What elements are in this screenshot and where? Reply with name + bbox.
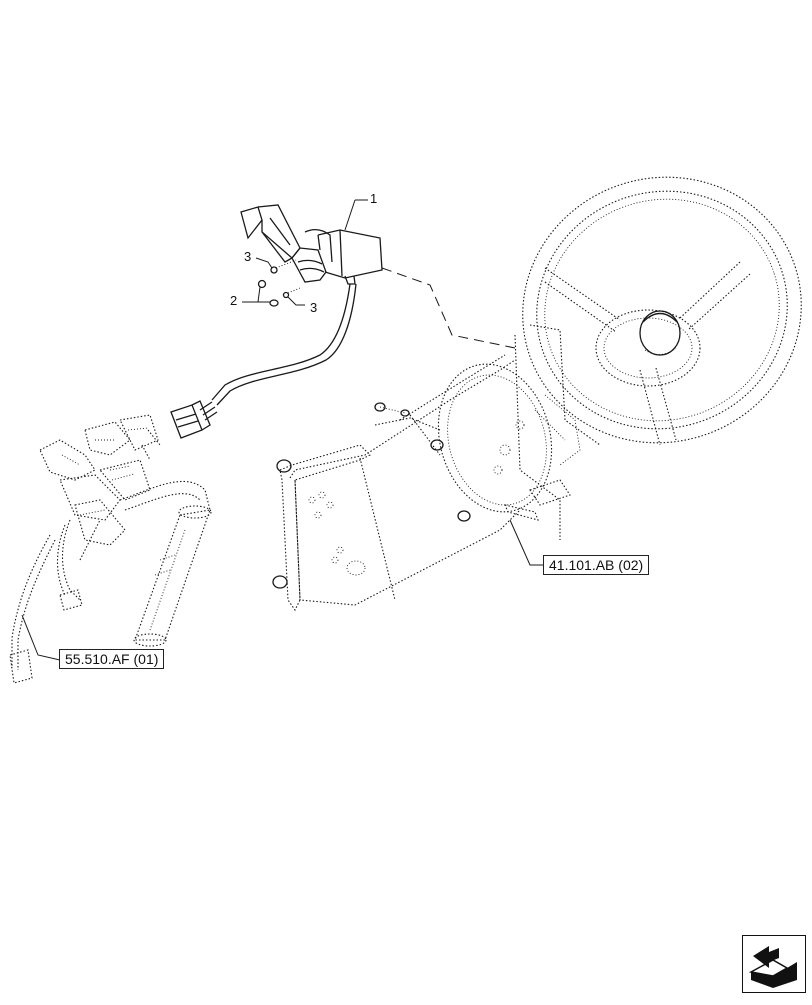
steering-wheel — [522, 176, 802, 446]
leader-lines — [21, 199, 545, 661]
installation-line — [381, 267, 516, 349]
callout-1: 1 — [370, 191, 378, 206]
switch-cable — [170, 283, 357, 439]
wiring-harness — [9, 414, 212, 684]
reference-harness-55-510-af[interactable]: 55.510.AF (01) — [59, 649, 165, 669]
callout-3-upper: 3 — [244, 249, 252, 264]
lever-switch — [240, 204, 383, 285]
callout-2: 2 — [230, 293, 238, 308]
fasteners — [257, 259, 301, 307]
steering-column — [504, 324, 601, 540]
mounting-bracket — [272, 354, 553, 612]
next-page-arrow-icon[interactable] — [742, 935, 806, 993]
callout-3-lower: 3 — [310, 300, 318, 315]
reference-column-41-101-ab[interactable]: 41.101.AB (02) — [543, 555, 650, 575]
